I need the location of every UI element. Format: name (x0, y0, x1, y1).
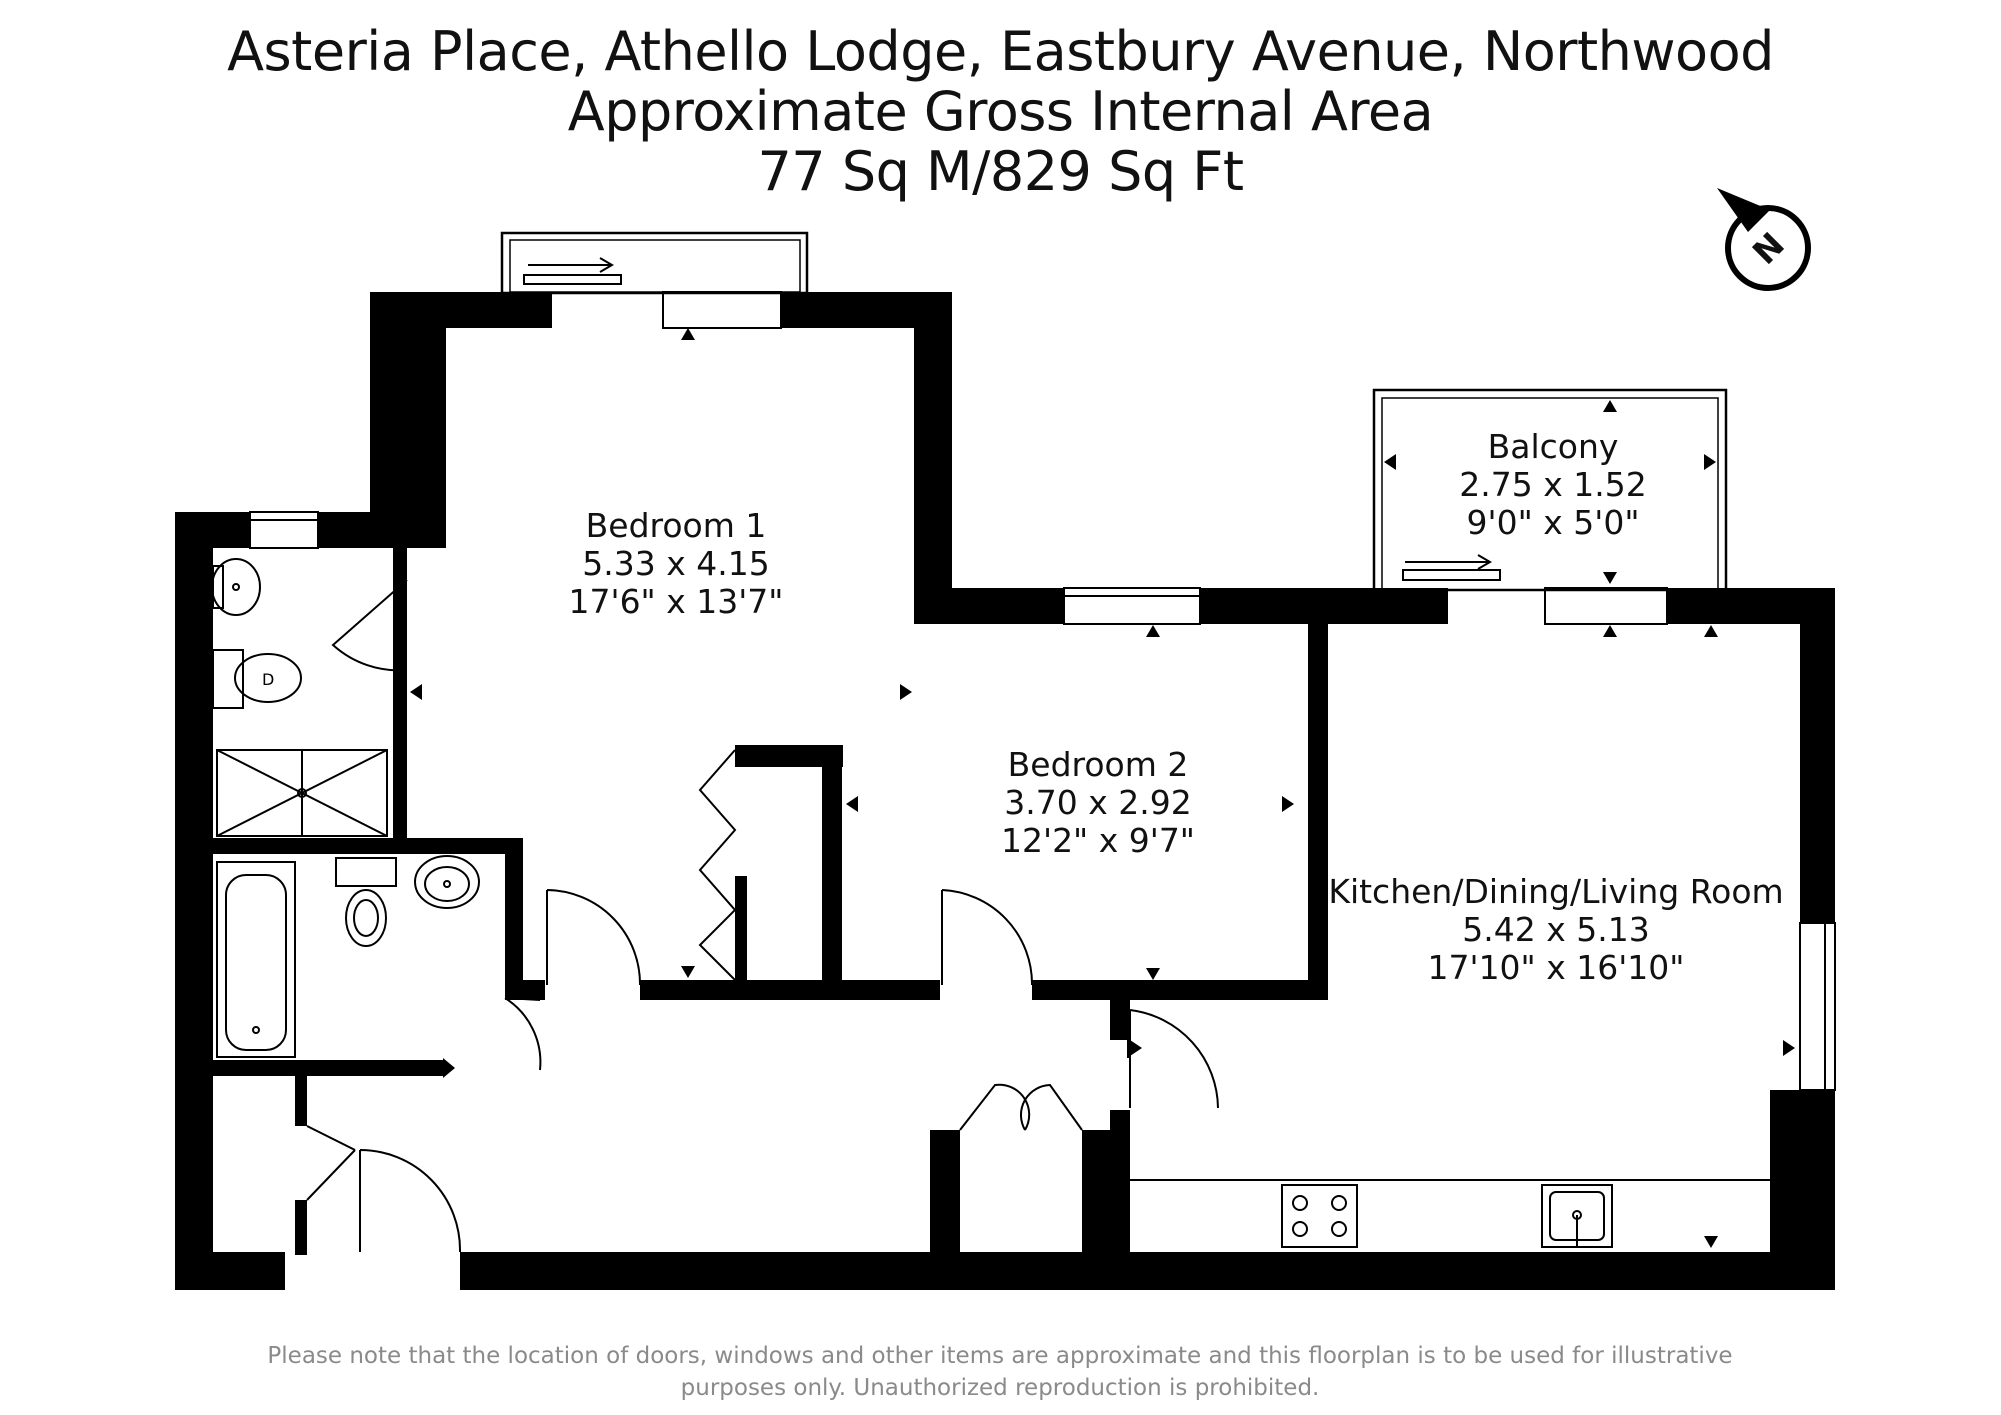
basin-icon (211, 558, 261, 616)
balcony-name: Balcony (1488, 427, 1619, 466)
room-label-kitchen: Kitchen/Dining/Living Room 5.42 x 5.13 1… (1328, 872, 1783, 987)
toilet-icon (335, 857, 397, 947)
bedroom2-name: Bedroom 2 (1008, 745, 1189, 784)
compass-label: N (1745, 225, 1792, 272)
kitchen-metric: 5.42 x 5.13 (1462, 910, 1649, 949)
bedroom1-balcony (500, 231, 809, 329)
disclaimer-line2: purposes only. Unauthorized reproduction… (680, 1375, 1320, 1401)
basin-icon (414, 855, 480, 909)
room-label-bedroom1: Bedroom 1 5.33 x 4.15 17'6" x 13'7" (569, 506, 784, 621)
balcony-imperial: 9'0" x 5'0" (1467, 503, 1640, 542)
disclaimer-line1: Please note that the location of doors, … (267, 1343, 1733, 1369)
ensuite-fixtures: D (211, 558, 388, 837)
bedroom1-metric: 5.33 x 4.15 (582, 544, 769, 583)
bedroom1-imperial: 17'6" x 13'7" (569, 582, 784, 621)
area-value: 77 Sq M/829 Sq Ft (757, 140, 1244, 203)
disclaimer-note: Please note that the location of doors, … (200, 1340, 1800, 1404)
north-arrow-icon: N (1717, 188, 1811, 291)
bathtub-icon (216, 861, 296, 1058)
doors (306, 579, 1219, 1253)
hob-icon (1281, 1184, 1358, 1248)
room-label-bedroom2: Bedroom 2 3.70 x 2.92 12'2" x 9'7" (1001, 745, 1195, 860)
bedroom2-imperial: 12'2" x 9'7" (1001, 821, 1195, 860)
sink-icon (1541, 1184, 1613, 1248)
bedroom2-metric: 3.70 x 2.92 (1004, 783, 1191, 822)
kitchen-fixtures (1130, 1179, 1770, 1248)
area-caption: Approximate Gross Internal Area (567, 80, 1434, 143)
bathroom-fixtures (216, 855, 480, 1058)
svg-text:D: D (262, 670, 274, 689)
shower-tray-icon (216, 749, 388, 837)
kitchen-imperial: 17'10" x 16'10" (1428, 948, 1685, 987)
title-block: Asteria Place, Athello Lodge, Eastbury A… (0, 22, 2001, 202)
room-label-balcony: Balcony 2.75 x 1.52 9'0" x 5'0" (1459, 427, 1646, 542)
windows (249, 511, 1836, 1091)
walls (175, 292, 1835, 1290)
main-balcony (1372, 388, 1728, 625)
property-address: Asteria Place, Athello Lodge, Eastbury A… (227, 20, 1774, 83)
dimension-markers (410, 328, 1795, 1248)
balcony-metric: 2.75 x 1.52 (1459, 465, 1646, 504)
bedroom1-name: Bedroom 1 (586, 506, 767, 545)
toilet-icon: D (212, 649, 302, 709)
kitchen-name: Kitchen/Dining/Living Room (1328, 872, 1783, 911)
